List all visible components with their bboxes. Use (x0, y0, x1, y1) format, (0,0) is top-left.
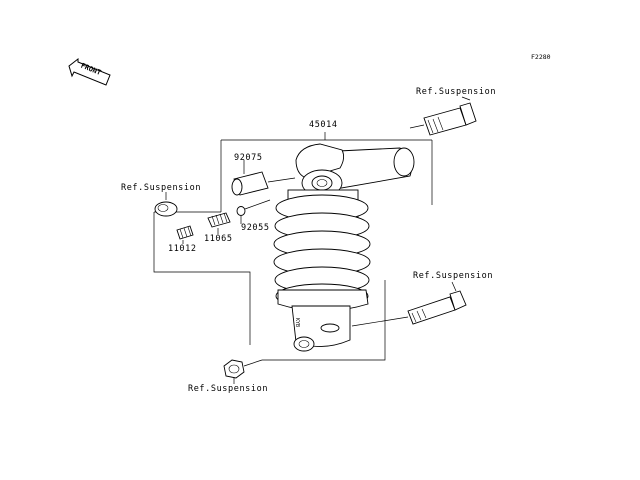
label-ref-nut-bottom: Ref.Suspension (188, 384, 268, 394)
label-11065: 11065 (204, 234, 233, 244)
right-bolt (351, 281, 467, 327)
figure-code: F2280 (531, 53, 551, 61)
label-92055: 92055 (241, 223, 270, 233)
bushing-92075 (231, 160, 296, 196)
stamp: KYB (294, 318, 300, 327)
nipple-11065 (207, 212, 231, 234)
oring-92055 (236, 199, 271, 224)
left-collar-nut (154, 192, 178, 217)
label-ref-bolt-top: Ref.Suspension (416, 87, 496, 97)
label-ref-collar-left: Ref.Suspension (121, 183, 201, 193)
label-45014: 45014 (309, 120, 338, 130)
label-11012: 11012 (168, 244, 197, 254)
label-ref-bolt-right: Ref.Suspension (413, 271, 493, 281)
bottom-nut (223, 359, 263, 384)
label-92075: 92075 (234, 153, 263, 163)
shock-absorber: KYB (273, 143, 415, 352)
nipple-11012 (176, 225, 194, 244)
front-arrow-icon: FRONT (68, 57, 111, 86)
top-bolt (409, 96, 477, 136)
